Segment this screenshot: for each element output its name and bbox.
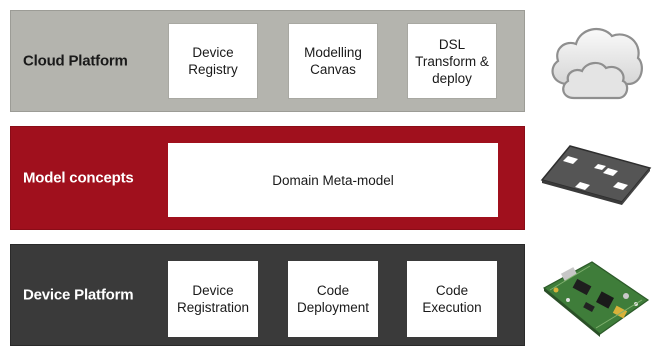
device-platform-layer: Device Platform Device Registration Code…: [10, 244, 525, 346]
domain-meta-model-box: Domain Meta-model: [168, 143, 498, 217]
platform-grid-icon: [540, 145, 652, 205]
device-registration-box: Device Registration: [168, 261, 258, 337]
device-platform-label: Device Platform: [23, 286, 134, 304]
cloud-icon: [551, 27, 643, 100]
circuit-board-icon: [542, 261, 650, 337]
model-concepts-layer: Model concepts Domain Meta-model: [10, 126, 525, 230]
cloud-platform-layer: Cloud Platform Device Registry Modelling…: [10, 10, 525, 112]
model-concepts-label: Model concepts: [23, 169, 134, 187]
code-execution-box: Code Execution: [407, 261, 497, 337]
dsl-transform-deploy-box: DSL Transform & deploy: [407, 23, 497, 99]
modelling-canvas-box: Modelling Canvas: [288, 23, 378, 99]
cloud-platform-label: Cloud Platform: [23, 52, 128, 70]
code-deployment-box: Code Deployment: [288, 261, 378, 337]
device-registry-box: Device Registry: [168, 23, 258, 99]
